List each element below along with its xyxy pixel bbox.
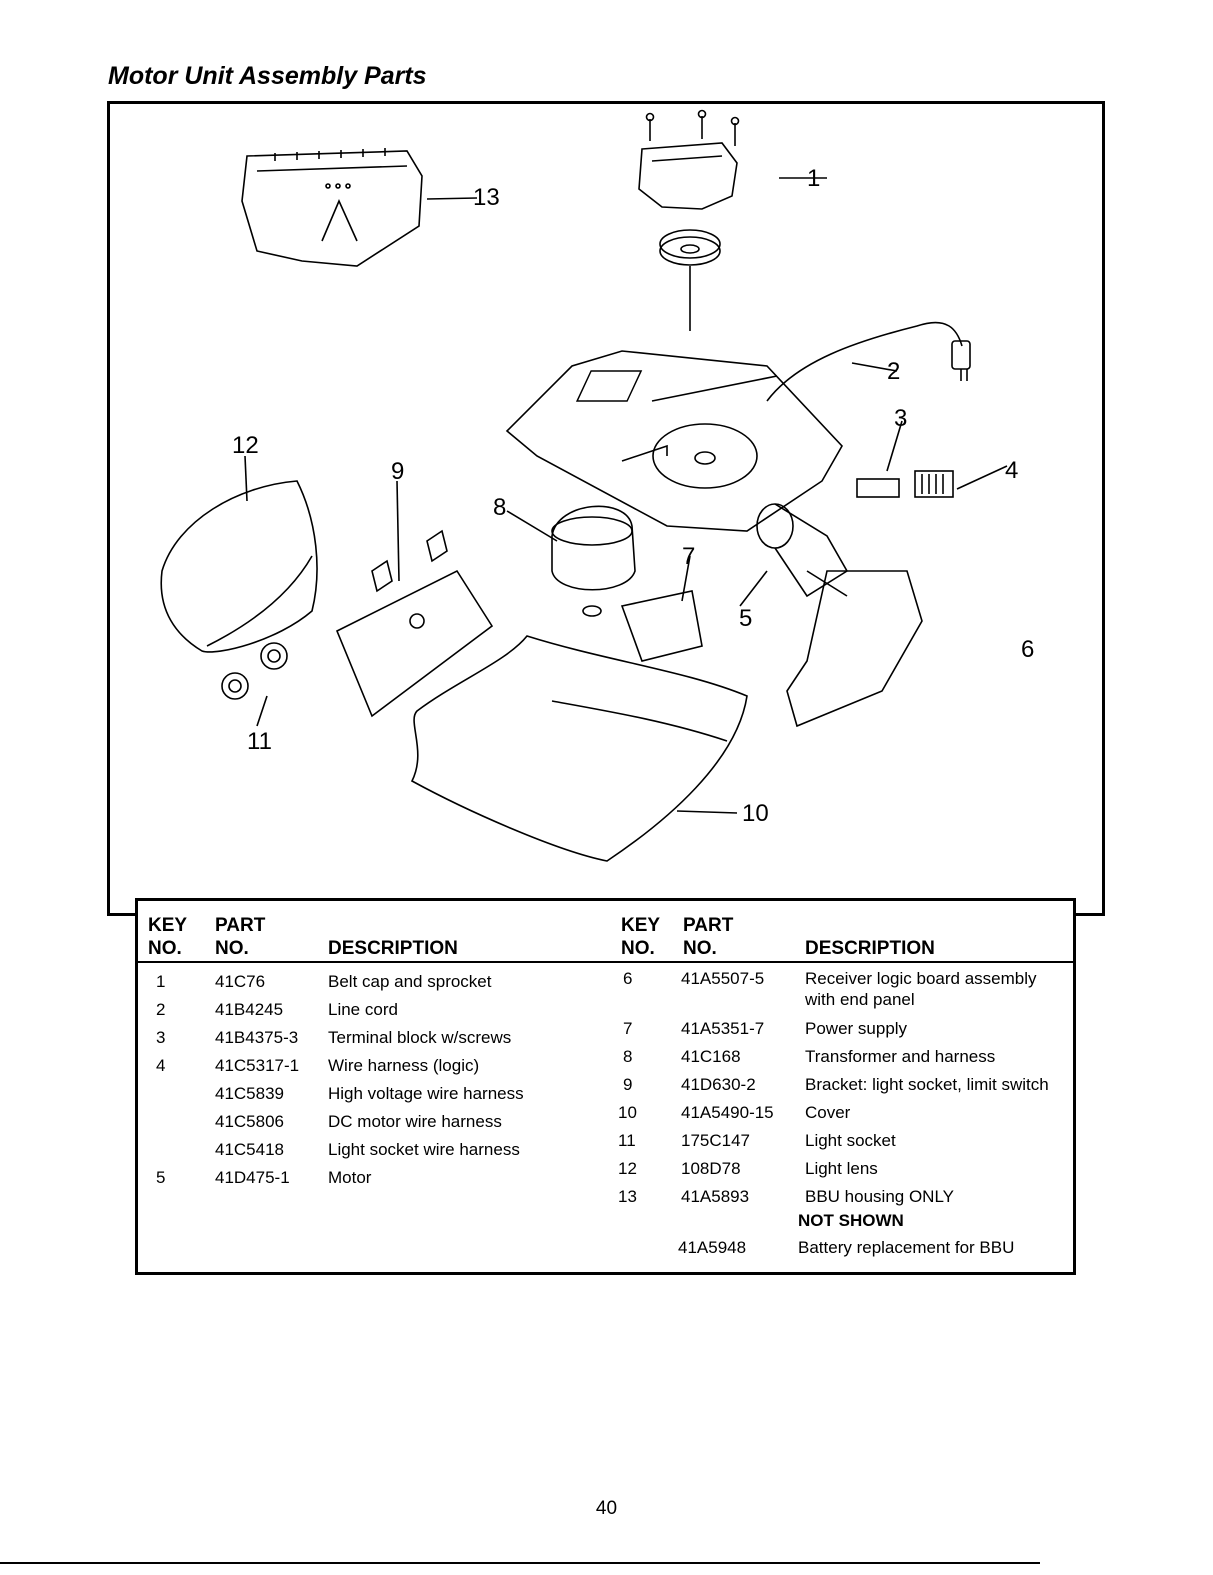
callout-4: 4 [1005, 457, 1018, 484]
right-desc-7: Power supply [805, 1019, 908, 1038]
cover-drawing [410, 635, 748, 862]
left-desc-3: Terminal block w/screws [328, 1028, 512, 1047]
transformer-drawing [551, 505, 636, 617]
callout-7: 7 [682, 543, 695, 570]
bbu-housing-drawing [241, 148, 423, 267]
light-socket-drawing [221, 642, 288, 700]
right-desc-12: Light lens [805, 1159, 878, 1178]
right-desc-13: BBU housing ONLY [805, 1187, 954, 1206]
right-desc-6: Receiver logic board assembly with end p… [805, 969, 1037, 1009]
callout-6: 6 [1021, 636, 1034, 663]
left-key-4: 4 [156, 1056, 166, 1075]
left-part-6: 41C5806 [215, 1112, 285, 1131]
left-part-3: 41B4375-3 [215, 1028, 299, 1047]
callout-3: 3 [894, 405, 907, 432]
not-shown-desc: Battery replacement for BBU [798, 1238, 1015, 1257]
left-desc-8: Motor [328, 1168, 372, 1187]
belt-cap-drawing [638, 109, 740, 331]
callout-9: 9 [391, 458, 404, 485]
right-key-8: 8 [623, 1047, 633, 1066]
right-key-6: 6 [623, 969, 633, 988]
right-key-9: 9 [623, 1075, 633, 1094]
page-title: Motor Unit Assembly Parts [108, 62, 427, 90]
right-part-10: 41A5490-15 [681, 1103, 774, 1122]
left-desc-7: Light socket wire harness [328, 1140, 520, 1159]
bracket-drawing [335, 529, 494, 718]
left-key-3: 3 [156, 1028, 166, 1047]
page-number: 40 [595, 1498, 618, 1519]
right-part-8: 41C168 [681, 1047, 741, 1066]
right-part-13: 41A5893 [681, 1187, 750, 1206]
left-part-2: 41B4245 [215, 1000, 284, 1019]
left-key-1: 1 [156, 972, 166, 991]
chassis-drawing [505, 350, 843, 532]
bottom-rule [0, 1562, 1040, 1564]
right-part-6: 41A5507-5 [681, 969, 765, 988]
right-key-12: 12 [618, 1159, 637, 1178]
right-part-7: 41A5351-7 [681, 1019, 765, 1038]
right-desc-10: Cover [805, 1103, 851, 1122]
callout-10: 10 [742, 800, 769, 827]
right-part-12: 108D78 [681, 1159, 741, 1178]
callout-2: 2 [887, 358, 900, 385]
right-key-10: 10 [618, 1103, 637, 1122]
right-desc-8: Transformer and harness [805, 1047, 996, 1066]
left-desc-5: High voltage wire harness [328, 1084, 524, 1103]
callout-1: 1 [807, 165, 820, 192]
left-part-8: 41D475-1 [215, 1168, 290, 1187]
header-description-right: DESCRIPTION [805, 938, 935, 959]
left-desc-2: Line cord [328, 1000, 398, 1019]
left-part-1: 41C76 [215, 972, 266, 991]
callout-13: 13 [473, 184, 500, 211]
left-desc-4: Wire harness (logic) [328, 1056, 480, 1075]
power-supply-drawing [620, 590, 703, 662]
left-key-2: 2 [156, 1000, 166, 1019]
callout-numbers: 1 2 3 4 5 6 7 8 9 10 11 12 13 [232, 165, 1034, 827]
left-part-5: 41C5839 [215, 1084, 285, 1103]
right-part-11: 175C147 [681, 1131, 751, 1150]
callout-12: 12 [232, 432, 259, 459]
left-desc-1: Belt cap and sprocket [328, 972, 492, 991]
callout-8: 8 [493, 494, 506, 521]
exploded-view-diagram: 1 2 3 4 5 6 7 8 9 10 11 12 13 [160, 109, 1034, 862]
motor-drawing [756, 503, 849, 598]
right-key-7: 7 [623, 1019, 633, 1038]
callout-11: 11 [247, 728, 272, 755]
left-key-8: 5 [156, 1168, 166, 1187]
right-part-9: 41D630-2 [681, 1075, 756, 1094]
callout-5: 5 [739, 605, 752, 632]
right-key-11: 11 [618, 1131, 636, 1150]
right-key-13: 13 [618, 1187, 637, 1206]
logic-board-drawing [786, 570, 923, 728]
line-cord-drawing [766, 321, 971, 402]
left-desc-6: DC motor wire harness [328, 1112, 502, 1131]
header-description-left: DESCRIPTION [328, 938, 458, 959]
terminal-block-drawing [856, 470, 954, 498]
left-part-7: 41C5418 [215, 1140, 285, 1159]
light-lens-drawing [160, 480, 318, 653]
right-desc-9: Bracket: light socket, limit switch [805, 1075, 1049, 1094]
left-part-4: 41C5317-1 [215, 1056, 300, 1075]
right-desc-11: Light socket [805, 1131, 896, 1150]
not-shown-heading: NOT SHOWN [798, 1211, 904, 1230]
not-shown-part: 41A5948 [678, 1238, 747, 1257]
